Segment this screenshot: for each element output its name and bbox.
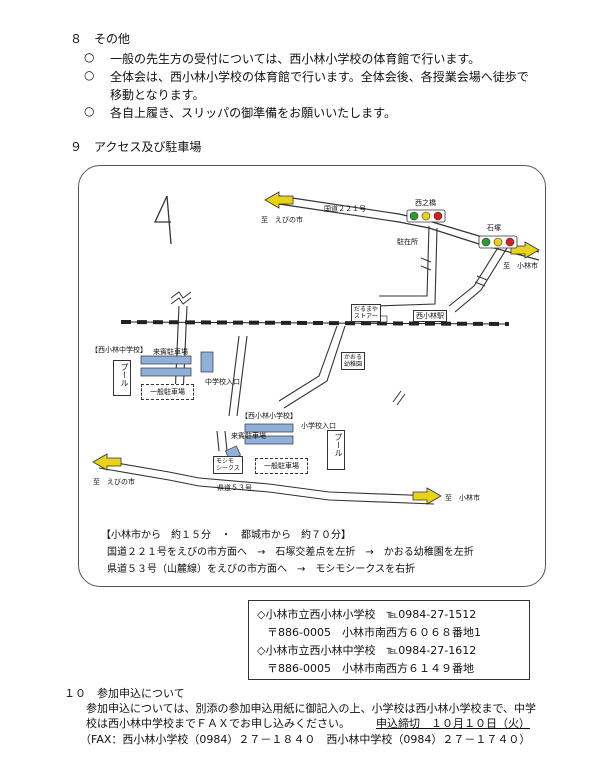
directions-line2: 県道５３号（山麓線）をえびの市方面へ → モシモシークスを右折 bbox=[107, 564, 416, 575]
jhs-contact: ◇小林市立西小林中学校 ℡0984-27-1612 bbox=[257, 644, 477, 657]
arrow-left-icon bbox=[92, 453, 122, 471]
route-221-label: 国道２２１号 bbox=[324, 205, 366, 213]
ishizuka-label: 石塚 bbox=[487, 224, 501, 232]
to-kobayashi-label: 至 小林市 bbox=[445, 494, 480, 502]
deadline: 申込締切 １０月１０日（火） bbox=[376, 717, 530, 730]
traffic-light-icon bbox=[409, 211, 419, 221]
section10-title: １０ 参加申込について bbox=[64, 687, 185, 700]
general-parking-1: 一般駐車場 bbox=[141, 384, 194, 400]
jhs-address: 〒886-0005 小林市南西方６１４９番地 bbox=[267, 662, 474, 675]
store-label: だるまや ストアー bbox=[351, 304, 382, 322]
arrow-right-icon bbox=[412, 487, 442, 505]
general-parking-2: 一般駐車場 bbox=[255, 458, 308, 474]
access-map: 国道２２１号 至 えびの市 至 小林市 西之橋 石塚 駐在所 だるまや ストアー… bbox=[78, 165, 546, 587]
section8-title: ８ その他 bbox=[70, 32, 131, 46]
es-guest-parking-label: 来賓駐車場 bbox=[231, 432, 266, 440]
to-kobayashi-label: 至 小林市 bbox=[503, 262, 538, 270]
bullet-icon: ○ bbox=[84, 104, 95, 118]
arrow-right-icon bbox=[510, 241, 540, 259]
es-address: 〒886-0005 小林市南西方６０６８番地1 bbox=[267, 626, 481, 639]
route-53-road bbox=[98, 459, 435, 497]
section8-item: 全体会は、西小林小学校の体育館で行います。全体会後、各授業会場へ徒歩で bbox=[110, 70, 529, 84]
route-53-label: 県道５３号 bbox=[217, 484, 252, 492]
moshimo-label: モシモ シークス bbox=[213, 456, 243, 474]
jhs-entrance-label: 中学校入口 bbox=[205, 378, 240, 386]
contact-box: ◇小林市立西小林小学校 ℡0984-27-1512 〒886-0005 小林市南… bbox=[248, 600, 530, 680]
north-arrow-icon bbox=[153, 195, 172, 245]
section8-item: 一般の先生方の受付については、西小林小学校の体育館で行います。 bbox=[110, 52, 481, 66]
es-entrance-label: 小学校入口 bbox=[301, 422, 336, 430]
bullet-icon: ○ bbox=[84, 50, 95, 64]
bullet-icon: ○ bbox=[84, 68, 95, 82]
pool-2: プール bbox=[327, 430, 345, 470]
jhs-guest-parking-label: 来賓駐車場 bbox=[153, 348, 188, 356]
directions-line1: 国道２２１号をえびの市方面へ → 石塚交差点を左折 → かおる幼稚園を左折 bbox=[107, 547, 474, 558]
jhs-label: 【西小林中学校】 bbox=[91, 346, 147, 354]
station-label: 西小林駅 bbox=[413, 310, 447, 322]
es-contact: ◇小林市立西小林小学校 ℡0984-27-1512 bbox=[257, 608, 477, 621]
section10-line1: 参加申込については、別添の参加申込用紙に御記入の上、小学校は西小林小学校まで、中… bbox=[86, 702, 537, 715]
police-box-label: 駐在所 bbox=[397, 238, 418, 246]
building bbox=[244, 423, 294, 433]
nishinohashi-label: 西之橋 bbox=[415, 199, 436, 207]
building bbox=[140, 355, 192, 365]
to-ebino-label: 至 えびの市 bbox=[93, 478, 135, 486]
traffic-light-icon bbox=[481, 237, 491, 247]
section8-item: 移動となります。 bbox=[110, 88, 205, 102]
to-ebino-label: 至 えびの市 bbox=[261, 216, 303, 224]
fax-numbers: （FAX：西小林小学校（0984）２７－１８４０ 西小林中学校（0984）２７－… bbox=[80, 733, 531, 746]
kindergarten-label: かおる 幼稚園 bbox=[341, 352, 366, 370]
section10-line2: 校は西小林中学校までＦＡＸでお申し込みください。 bbox=[86, 717, 350, 730]
pool-1: プール bbox=[113, 360, 131, 396]
map-drawing bbox=[92, 191, 540, 505]
es-label: 【西小林小学校】 bbox=[241, 412, 297, 420]
directions-header: 【小林市から 約１５分 ・ 都城市から 約７０分】 bbox=[101, 530, 351, 541]
section9-title: ９ アクセス及び駐車場 bbox=[70, 140, 202, 154]
section8-item: 各自上履き、スリッパの御準備をお願いいたします。 bbox=[110, 106, 396, 120]
arrow-left-icon bbox=[264, 191, 294, 209]
